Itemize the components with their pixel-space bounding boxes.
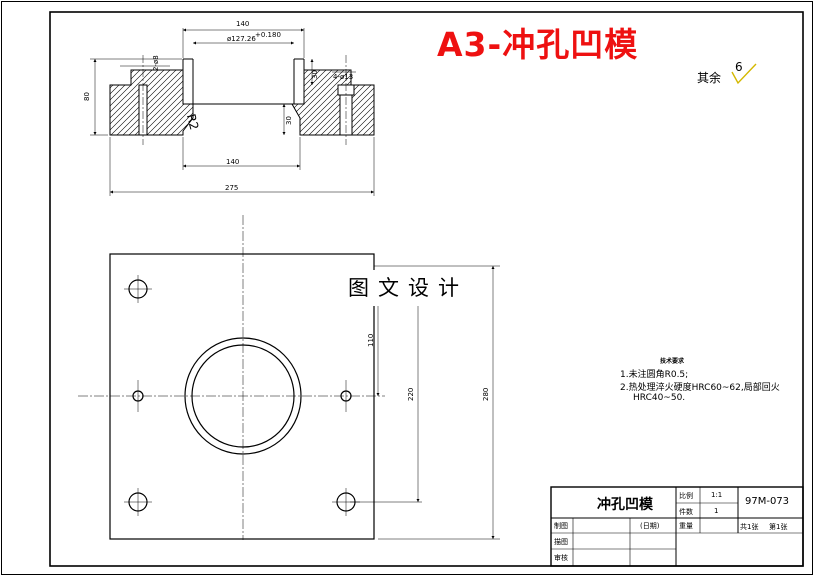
roughness-symbol [731,63,757,85]
roughness-label: 其余 [697,71,722,85]
dim-pin-hole: 2-ø8 [152,55,160,71]
title-block-date: (日期) [640,522,660,530]
roughness-value: 6 [735,60,743,74]
title-block-scale-label: 比例 [679,492,693,500]
title-block-part-name: 冲孔凹模 [597,497,653,513]
plan-view: 110 220 280 [78,215,500,540]
dim-bore-tolerance: +0.180 [255,31,281,39]
inner-frame [49,11,804,567]
section-body-left [109,69,194,136]
dim-screw-hole: 4-ø13 [333,73,353,81]
dim-bottom-140: 140 [226,158,239,166]
title-block-lines [550,486,804,567]
center-bore-inner [191,344,295,448]
die-block-outline [109,253,375,540]
dim-overall-275: 275 [225,184,238,192]
dim-bore: ø127.26 [227,35,256,43]
section-view: 140 ø127.26 +0.180 2-ø8 30 4-ø13 80 30 R… [83,20,375,196]
watermark-text: 图文设计 [333,270,483,306]
center-bore-outer [184,337,302,455]
notes-line-3: HRC40~50. [633,393,686,403]
title-block-drawing-no: 97M-073 [745,496,790,507]
title-block-traced: 描图 [554,538,568,546]
dim-inner-height: 30 [285,116,293,125]
title-block-qty-label: 件数 [679,508,693,516]
title-block-qty-value: 1 [714,507,719,515]
title-block-sheet-no: 第1张 [769,523,788,531]
dim-220: 220 [407,388,415,401]
title-block-checked: 审核 [554,554,568,562]
dim-step-height: 30 [311,70,319,79]
title-block-sheets: 共1张 [740,523,759,531]
dim-total-height: 80 [83,92,91,101]
dim-radius: R2 [184,112,202,131]
notes-line-1: 1.未注圆角R0.5; [620,370,689,380]
dim-110: 110 [367,334,375,347]
title-block-scale-value: 1:1 [711,491,723,499]
dim-top-140: 140 [236,20,249,28]
title-block-weight-label: 重量 [679,522,693,530]
notes-line-2: 2.热处理淬火硬度HRC60~62,局部回火 [620,383,780,393]
notes-heading: 技术要求 [660,358,685,365]
technical-notes: 技术要求 1.未注圆角R0.5; 2.热处理淬火硬度HRC60~62,局部回火 … [620,356,780,403]
drawing-title: A3-冲孔凹模 [437,25,639,64]
dim-280: 280 [482,388,490,401]
title-block-drawn: 制图 [554,522,568,530]
